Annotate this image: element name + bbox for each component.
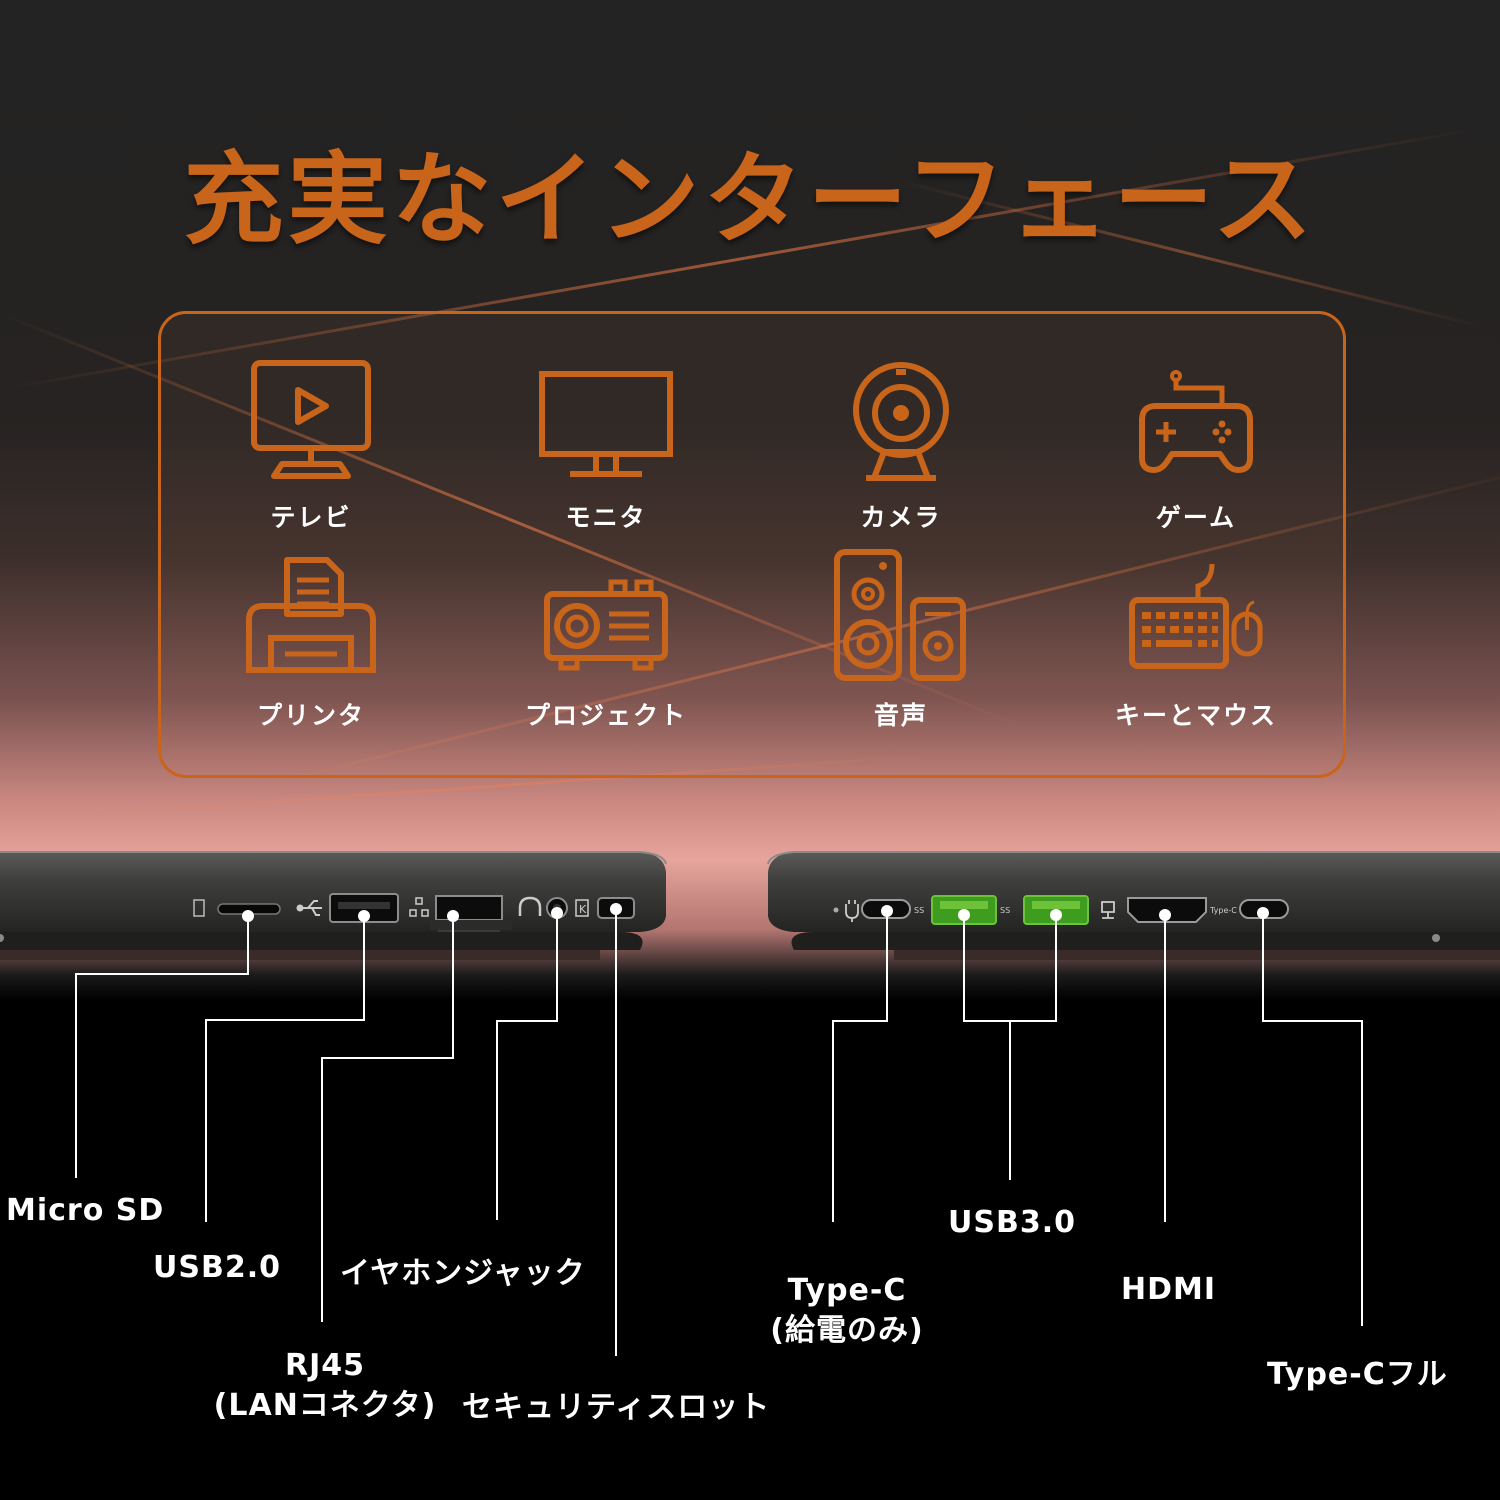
use-case-projector: プロジェクト	[456, 554, 756, 734]
callout-dot	[610, 903, 622, 915]
use-case-label: テレビ	[270, 503, 352, 532]
use-case-game: ゲーム	[1046, 358, 1346, 538]
callout-dot	[1257, 907, 1269, 919]
laptop-right-side: SS SS Type-C	[767, 851, 1500, 960]
typec-marking: Type-C	[1209, 906, 1237, 915]
callout-dot	[358, 910, 370, 922]
callout-line	[1009, 1020, 1011, 1180]
callout-line	[832, 1020, 888, 1022]
callout-line	[452, 917, 454, 1059]
use-case-printer: プリンタ	[161, 554, 461, 734]
use-case-audio: 音声	[751, 548, 1051, 734]
callout-dot	[958, 909, 970, 921]
label-rj45-line2: (LANコネクタ)	[213, 1388, 437, 1423]
use-case-label: プリンタ	[256, 701, 365, 730]
label-microsd: Micro SD	[6, 1193, 165, 1228]
callout-line	[556, 914, 558, 1022]
label-security: セキュリティスロット	[462, 1390, 771, 1425]
callout-line	[963, 916, 965, 1022]
ss-marking: SS	[1000, 906, 1010, 915]
callout-dot	[1050, 909, 1062, 921]
use-case-monitor: モニタ	[456, 358, 756, 538]
use-case-panel: テレビ モニタ カメラ	[158, 311, 1346, 778]
label-typec-full: Type-Cフル	[1267, 1357, 1448, 1392]
projector-icon	[544, 579, 668, 671]
lock-icon	[575, 899, 589, 917]
callout-line	[1055, 916, 1057, 1022]
label-usb3: USB3.0	[948, 1205, 1076, 1240]
label-hdmi: HDMI	[1121, 1272, 1217, 1307]
callout-line	[321, 1057, 454, 1059]
callout-line	[363, 917, 365, 1021]
callout-line	[247, 917, 249, 975]
use-case-label: モニタ	[565, 503, 647, 532]
lan-icon	[409, 897, 429, 917]
callout-line	[205, 1019, 365, 1021]
callout-line	[75, 973, 77, 1178]
microsd-icon	[193, 899, 205, 917]
laptop-left-side: K	[0, 851, 667, 960]
callout-line	[1262, 914, 1264, 1022]
label-usb2: USB2.0	[153, 1250, 281, 1285]
callout-line	[1361, 1020, 1363, 1326]
callout-line	[1262, 1020, 1363, 1022]
usb-icon	[296, 900, 322, 916]
use-case-label: キーとマウス	[1114, 701, 1277, 730]
label-typec-power: Type-C (給電のみ)	[740, 1271, 954, 1351]
callout-line	[205, 1019, 207, 1222]
use-case-keyboard-mouse: キーとマウス	[1046, 554, 1346, 734]
speaker-icon	[834, 549, 966, 681]
tv-icon	[251, 360, 371, 479]
use-case-label: プロジェクト	[524, 701, 687, 730]
headphone-icon	[518, 896, 542, 916]
label-typec-power-line2: (給電のみ)	[770, 1313, 924, 1348]
display-icon	[1101, 901, 1115, 919]
label-earphone: イヤホンジャック	[340, 1256, 586, 1291]
callout-line	[496, 1020, 558, 1022]
callout-line	[1164, 916, 1166, 1222]
rj45-port[interactable]	[435, 895, 503, 921]
label-rj45-line1: RJ45	[284, 1348, 365, 1383]
use-case-label: ゲーム	[1155, 503, 1237, 532]
power-plug-icon	[845, 900, 859, 922]
label-rj45: RJ45 (LANコネクタ)	[205, 1346, 445, 1426]
callout-line	[496, 1020, 498, 1220]
ss-marking: SS	[914, 906, 924, 915]
callout-line	[615, 910, 617, 1356]
keyboard-mouse-icon	[1129, 563, 1263, 669]
callout-line	[886, 912, 888, 1022]
gamepad-icon	[1139, 370, 1253, 473]
use-case-label: カメラ	[860, 503, 942, 532]
svg-text:K: K	[579, 903, 587, 916]
callout-dot	[447, 910, 459, 922]
callout-line	[832, 1020, 834, 1222]
printer-icon	[246, 557, 376, 673]
use-case-tv: テレビ	[161, 358, 461, 538]
webcam-icon	[853, 362, 949, 481]
callout-line	[321, 1057, 323, 1322]
monitor-icon	[539, 371, 673, 477]
page-title: 充実なインターフェース	[183, 141, 1317, 258]
callout-dot	[242, 910, 254, 922]
callout-dot	[1159, 909, 1171, 921]
use-case-label: 音声	[873, 701, 928, 730]
led-indicator	[833, 907, 839, 913]
callout-line	[75, 973, 249, 975]
callout-dot	[881, 905, 893, 917]
callout-dot	[551, 907, 563, 919]
use-case-camera: カメラ	[751, 358, 1051, 538]
label-typec-power-line1: Type-C	[787, 1273, 907, 1308]
